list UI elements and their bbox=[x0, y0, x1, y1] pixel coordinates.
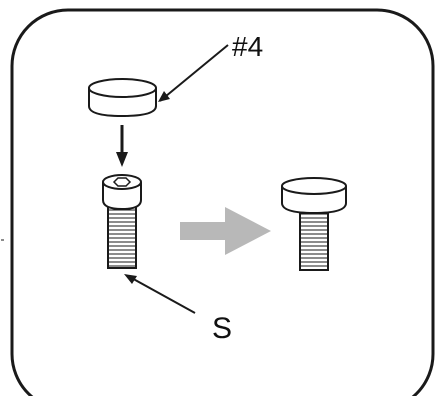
part-callout-leader bbox=[158, 44, 229, 102]
cap-piece-icon bbox=[88, 78, 157, 118]
transition-arrow-icon bbox=[180, 207, 271, 255]
assembled-screw-icon bbox=[281, 177, 347, 271]
hex-socket-screw-icon bbox=[102, 174, 142, 269]
down-arrow-icon bbox=[116, 125, 128, 167]
part-label: #4 bbox=[232, 31, 263, 62]
screw-callout-leader bbox=[124, 274, 196, 314]
screw-label: S bbox=[212, 312, 232, 345]
